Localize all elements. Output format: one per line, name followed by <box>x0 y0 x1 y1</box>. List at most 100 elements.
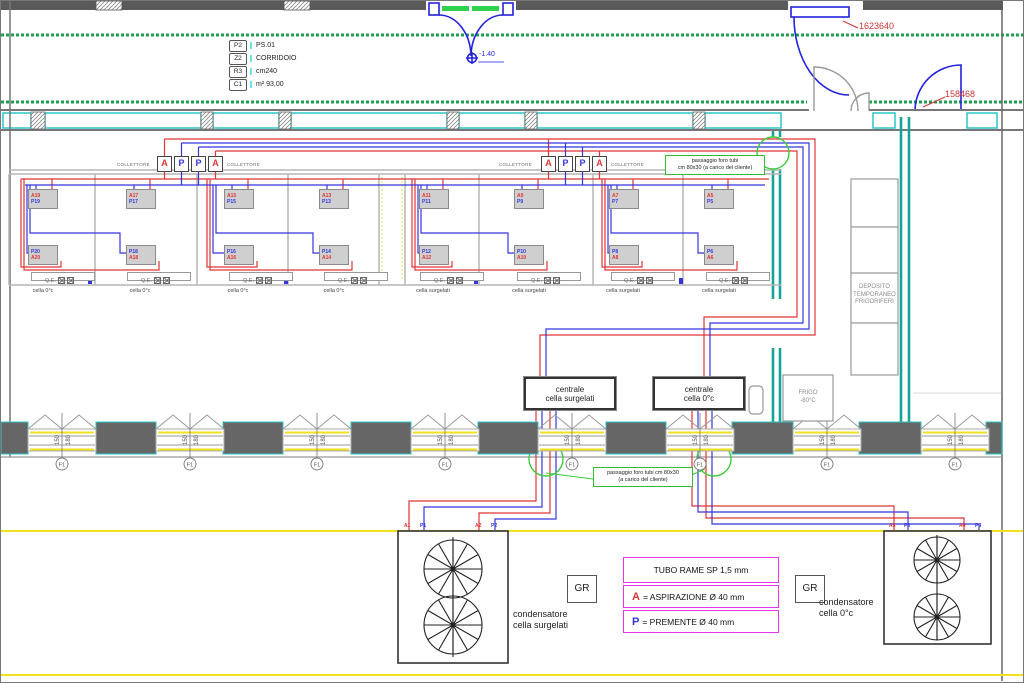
corridor-wall <box>1 109 1023 131</box>
collettore-label: COLLETTORE <box>499 162 532 167</box>
collector-port-p: P <box>191 156 206 172</box>
panel-icon <box>447 277 455 284</box>
panel-icon <box>732 277 740 284</box>
port-label-p1: P1 <box>420 523 427 529</box>
collettore-label: COLLETTORE <box>227 162 260 167</box>
cell-label: cella 0°c <box>129 288 151 294</box>
qe-panel: Q.E. <box>719 277 749 284</box>
panel-icon <box>544 277 552 284</box>
port-label-a4: A4 <box>959 523 966 529</box>
legend-title: TUBO RAME SP 1,5 mm <box>623 557 779 583</box>
collector-port-a: A <box>208 156 223 172</box>
dimension-annotation: 158468 <box>945 89 976 99</box>
condenser-right <box>883 530 992 645</box>
collector-port-p: P <box>558 156 573 172</box>
premente-symbol: P <box>632 615 640 628</box>
info-value: cm240 <box>250 68 277 75</box>
dimension-annotation: 1623640 <box>859 21 895 31</box>
port-label-p4: P4 <box>975 523 982 529</box>
door-top-right <box>790 6 859 96</box>
top-wall <box>1 1 1003 11</box>
port-label-p2: P2 <box>491 523 498 529</box>
passage-note: passaggio foro tubi cm 80x30(a carico de… <box>593 467 693 487</box>
port-label-a1: A1 <box>404 523 411 529</box>
port-label-a2: A2 <box>475 523 482 529</box>
insulated-walls <box>771 117 911 422</box>
green-service-lines <box>1 33 1023 104</box>
info-value: PS.01 <box>250 42 275 49</box>
aspirazione-symbol: A <box>632 590 640 603</box>
qe-panel: Q.E. <box>624 277 654 284</box>
cell-label: cella surgelati <box>702 288 736 294</box>
info-tag: Z2 <box>229 52 247 65</box>
panel-icon <box>351 277 359 284</box>
door-gray-mid <box>813 66 870 112</box>
door-blue-right <box>914 64 962 112</box>
qe-panel: Q.E. <box>243 277 273 284</box>
port-label-a3: A3 <box>889 523 896 529</box>
qe-panel: Q.E. <box>141 277 171 284</box>
legend-row-premente: P= PREMENTE Ø 40 mm <box>623 610 779 633</box>
collector-port-a: A <box>157 156 172 172</box>
panel-icon <box>741 277 749 284</box>
legend-row-aspirazione: A= ASPIRAZIONE Ø 40 mm <box>623 585 779 608</box>
frigo-label: FRIGO -80°C <box>798 390 818 404</box>
panel-icon <box>265 277 273 284</box>
qe-panel: Q.E. <box>45 277 75 284</box>
condenser-left-caption: condensatore cella surgelati <box>513 609 569 630</box>
panel-icon <box>553 277 561 284</box>
info-value: m² 93,00 <box>250 81 284 88</box>
panel-icon <box>456 277 464 284</box>
panel-icon <box>163 277 171 284</box>
panel-icon <box>637 277 645 284</box>
double-door-top <box>428 2 514 57</box>
cell-label: cella 0°c <box>323 288 345 294</box>
panel-icon <box>646 277 654 284</box>
condenser-left <box>397 530 509 664</box>
cell-label: cella surgelati <box>416 288 450 294</box>
level-marker-icon <box>466 52 504 64</box>
cell-walls <box>8 169 781 286</box>
level-marker-label: -1.40 <box>479 51 495 58</box>
panel-icon <box>256 277 264 284</box>
info-tag: P2 <box>229 39 247 52</box>
gr-box: GR <box>795 575 825 603</box>
cell-label: cella 0°c <box>227 288 249 294</box>
info-tag: C1 <box>229 78 247 91</box>
window-band <box>1 412 1003 471</box>
collector-port-a: A <box>541 156 556 172</box>
collettore-label: COLLETTORE <box>117 162 150 167</box>
panel-icon <box>360 277 368 284</box>
cell-label: cella surgelati <box>606 288 640 294</box>
collettore-label: COLLETTORE <box>611 162 644 167</box>
collector-port-p: P <box>575 156 590 172</box>
frigo-box <box>748 374 1001 422</box>
panel-icon <box>154 277 162 284</box>
cell-label: cella surgelati <box>512 288 546 294</box>
deposito-label: DEPOSITO TEMPORANEO FRIGORIFERI <box>853 284 896 305</box>
port-label-p3: P3 <box>904 523 911 529</box>
panel-icon <box>58 277 66 284</box>
pipes-aspirazione <box>20 138 965 531</box>
